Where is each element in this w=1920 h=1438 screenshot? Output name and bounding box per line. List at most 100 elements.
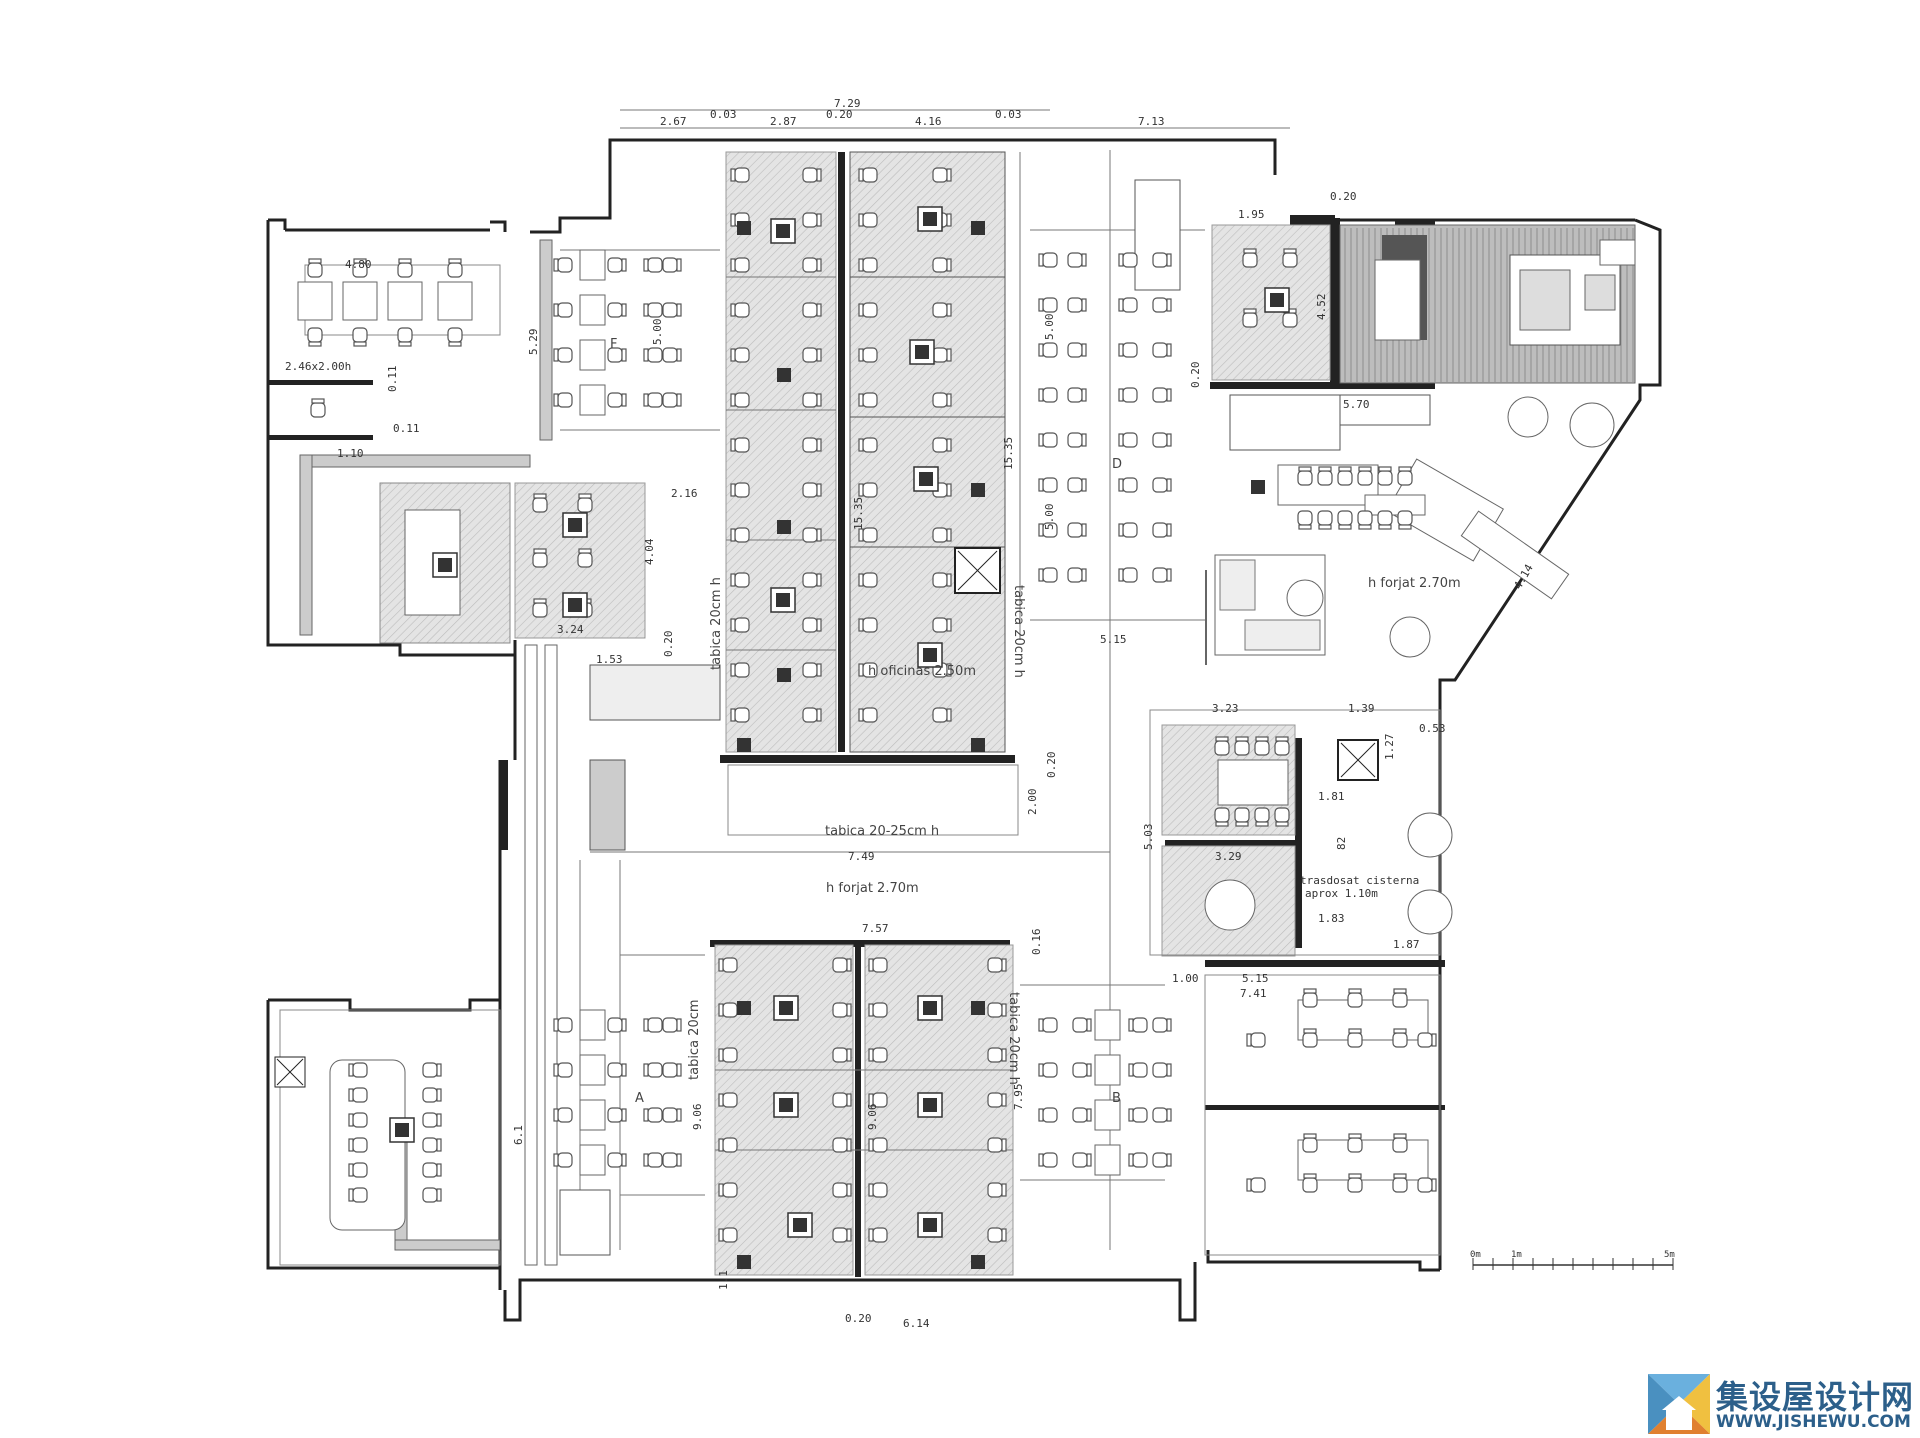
ducts (299, 239, 558, 1266)
label-zone-b: B (1112, 1091, 1121, 1106)
chair-icon (1297, 510, 1313, 530)
desk (579, 339, 606, 371)
chair-icon (1392, 1028, 1408, 1048)
dim-ne-5-70: 5.70 (1343, 398, 1370, 411)
label-cisterna-1: trasdosat cisterna (1300, 874, 1419, 887)
label-zone-d: D (1112, 457, 1122, 472)
chair-icon (1118, 522, 1138, 538)
chair-icon (1347, 1133, 1363, 1153)
chair-icon (1152, 1062, 1172, 1078)
chair-icon (1214, 807, 1230, 827)
scale-bar: 0m 1m 5m (1470, 1250, 1675, 1270)
chair-icon (802, 257, 822, 273)
chair-icon (532, 493, 548, 513)
dim-top-2-87: 2.87 (770, 115, 797, 128)
chair-icon (352, 327, 368, 347)
chair-icon (1067, 387, 1087, 403)
chair-icon (1357, 466, 1373, 486)
dim-top-0-03a: 0.03 (710, 108, 737, 121)
column-icon (913, 466, 939, 492)
chair-icon (832, 1047, 852, 1063)
chair-icon (802, 392, 822, 408)
scale-5m: 5m (1664, 1250, 1675, 1260)
dim-s-7-57: 7.57 (862, 922, 889, 935)
chair-icon (858, 617, 878, 633)
chair-icon (348, 1112, 368, 1128)
chair-icon (1357, 510, 1373, 530)
label-tabica-east: tabica 20cm h (1011, 585, 1026, 678)
chair-icon (802, 212, 822, 228)
chair-icon (932, 527, 952, 543)
chair-icon (858, 437, 878, 453)
chair-icon (1152, 522, 1172, 538)
dim-f-5-00: 5.00 (651, 319, 664, 346)
column-icon (432, 552, 458, 578)
column-icon (562, 512, 588, 538)
chair-icon (553, 1017, 573, 1033)
column-icon (917, 1212, 943, 1238)
column-icon (777, 668, 791, 682)
chair-icon (422, 1137, 442, 1153)
chair-icon (932, 617, 952, 633)
dim-mid-4-04: 4.04 (643, 538, 656, 565)
column-icon (770, 218, 796, 244)
desk (579, 1054, 606, 1086)
desk (387, 281, 423, 321)
chair-icon (730, 527, 750, 543)
desk (342, 281, 378, 321)
column-icon (770, 587, 796, 613)
chair-icon (832, 1182, 852, 1198)
chair-icon (1038, 1062, 1058, 1078)
dim-s-7-49: 7.49 (848, 850, 875, 863)
chair-icon (1397, 510, 1413, 530)
chair-icon (1067, 342, 1087, 358)
chair-icon (1128, 1107, 1148, 1123)
dim-left-0-11b: 0.11 (393, 422, 420, 435)
chair-icon (397, 327, 413, 347)
dim-s-9-06b: 9.06 (866, 1104, 879, 1131)
column-icon (971, 483, 985, 497)
label-h-oficinas: h oficinas 2.50m (868, 664, 976, 679)
chair-icon (577, 548, 593, 568)
dim-s-9-06: 9.06 (691, 1104, 704, 1131)
chair-icon (932, 707, 952, 723)
chair-icon (532, 598, 548, 618)
dim-s-1-1: 1.1 (717, 1270, 730, 1290)
chair-icon (422, 1087, 442, 1103)
chair-icon (832, 957, 852, 973)
chair-icon (1067, 252, 1087, 268)
dim-top-0-03b: 0.03 (995, 108, 1022, 121)
chair-icon (1234, 736, 1250, 756)
chair-icon (1246, 1032, 1266, 1048)
desk (1094, 1054, 1121, 1086)
chair-icon (987, 1002, 1007, 1018)
dim-e-7-41: 7.41 (1240, 987, 1267, 1000)
dim-mid-0-20: 0.20 (662, 631, 675, 658)
desk (1094, 1099, 1121, 1131)
core-offices-south (714, 944, 1014, 1276)
chair-icon (607, 1107, 627, 1123)
chair-icon (1274, 736, 1290, 756)
chair-icon (1417, 1177, 1437, 1193)
chair-icon (1152, 1107, 1172, 1123)
chair-icon (607, 392, 627, 408)
stairs-and-lifts (274, 179, 1431, 1256)
desk (579, 1099, 606, 1131)
chair-icon (1118, 252, 1138, 268)
chair-icon (1038, 387, 1058, 403)
chair-icon (1152, 342, 1172, 358)
dim-d-5-15: 5.15 (1100, 633, 1127, 646)
furniture (297, 167, 1437, 1269)
chair-icon (718, 957, 738, 973)
watermark-logo-icon (1648, 1374, 1710, 1434)
chair-icon (868, 1227, 888, 1243)
dim-core-15-35b: 15.35 (1002, 437, 1015, 470)
desk (579, 294, 606, 326)
dim-left-2-46: 2.46x2.00h (285, 360, 351, 373)
dim-left-0-11: 0.11 (386, 366, 399, 393)
chair-icon (607, 257, 627, 273)
watermark-url: WWW.JISHEWU.COM (1716, 1412, 1911, 1432)
column-icon (909, 339, 935, 365)
chair-icon (553, 1107, 573, 1123)
